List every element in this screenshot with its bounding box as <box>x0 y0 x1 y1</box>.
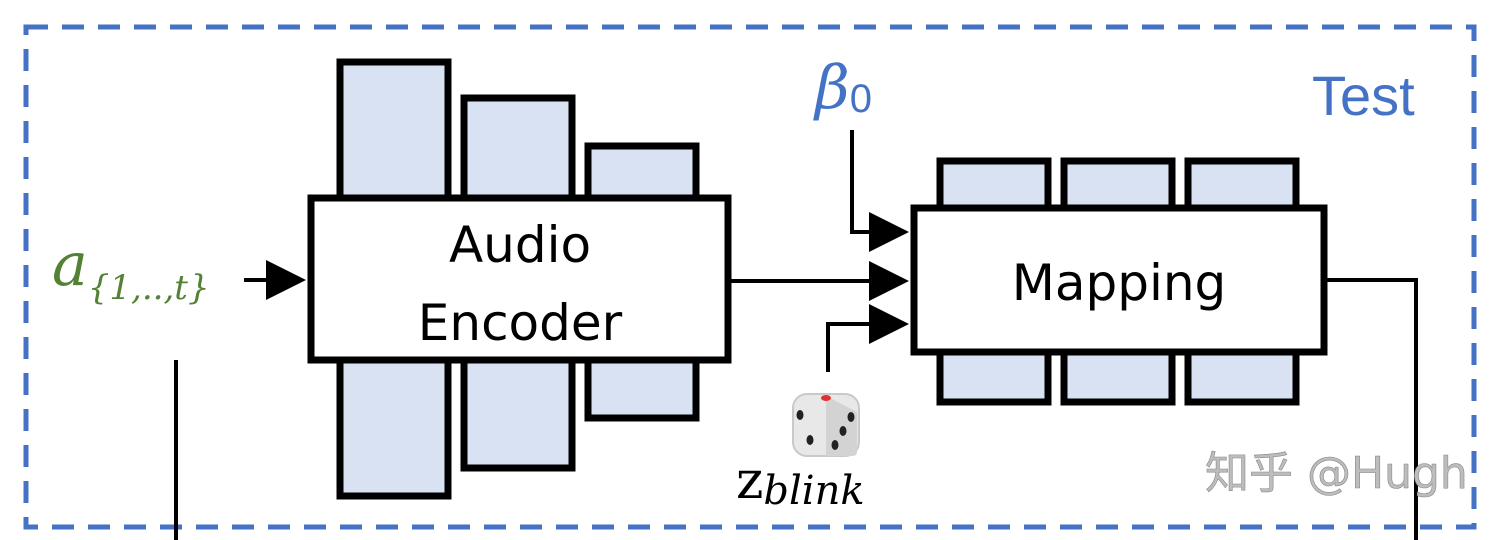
test-frame-label: Test <box>1312 64 1415 127</box>
mapping-label: Mapping <box>1012 254 1227 312</box>
watermark: 知乎 @Hugh <box>1205 448 1468 499</box>
mapping-bar-bottom-3 <box>1184 336 1300 406</box>
mapping-output-line <box>1326 278 1418 540</box>
audio-encoder-label-line1: Audio <box>449 216 591 274</box>
audio-encoder-label-line2: Encoder <box>418 294 623 352</box>
dice-icon <box>792 393 860 457</box>
beta-arrow <box>850 130 909 252</box>
audio-encoder-block <box>307 194 732 364</box>
audio-input-label: a{1,..,t} <box>52 230 210 308</box>
noise-arrow <box>826 304 909 372</box>
beta-label: β0 <box>813 53 872 123</box>
test-frame <box>23 24 1477 530</box>
noise-label: zblink <box>736 451 865 514</box>
mapping-block <box>910 204 1328 356</box>
